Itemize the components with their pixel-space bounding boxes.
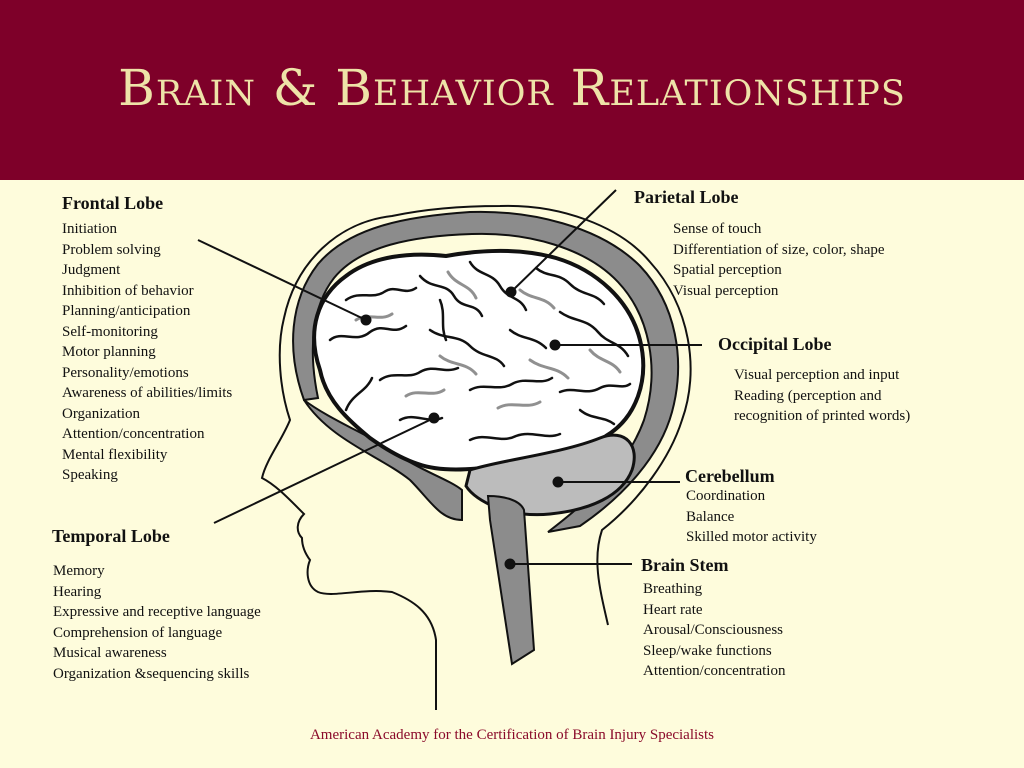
parietal-leader-line: [510, 189, 617, 293]
function-item: Reading (perception and: [734, 387, 882, 404]
footer-credit: American Academy for the Certification o…: [309, 727, 715, 743]
cerebellum-marker: [552, 476, 564, 488]
parietal-lobe-title: Parietal Lobe: [634, 187, 739, 207]
leader-lines: [197, 189, 702, 570]
brainstem-marker: [504, 558, 516, 570]
function-item: Self-monitoring: [62, 323, 158, 340]
function-item: Mental flexibility: [62, 446, 168, 463]
function-item: Initiation: [62, 221, 117, 237]
brain-stem-title: Brain Stem: [641, 555, 729, 575]
function-item: Differentiation of size, color, shape: [673, 241, 885, 258]
function-item: Organization: [62, 405, 141, 422]
function-item: Planning/anticipation: [62, 303, 191, 319]
function-item: Inhibition of behavior: [62, 282, 194, 299]
cerebellum-title: Cerebellum: [685, 466, 775, 486]
occipital-lobe-title: Occipital Lobe: [718, 334, 832, 354]
brain-stem-shape: [486, 494, 536, 666]
function-item: Judgment: [62, 262, 121, 278]
function-item: Awareness of abilities/limits: [62, 385, 233, 401]
function-item: Musical awareness: [53, 645, 167, 661]
function-item: Visual perception and input: [734, 367, 900, 383]
title-banner: [0, 0, 1024, 180]
function-item: Spatial perception: [673, 262, 782, 278]
frontal-leader-line: [197, 239, 367, 321]
function-item: Breathing: [643, 581, 703, 597]
function-item: Speaking: [62, 467, 118, 483]
temporal-leader-line: [213, 417, 435, 524]
function-item: recognition of printed words): [734, 408, 911, 424]
frontal-lobe-title: Frontal Lobe: [62, 193, 164, 213]
function-item: Motor planning: [62, 344, 156, 360]
occipital-marker: [549, 339, 561, 351]
temporal-marker: [428, 412, 440, 424]
function-item: Problem solving: [62, 241, 161, 258]
function-item: Personality/emotions: [62, 364, 189, 381]
function-item: Sense of touch: [673, 221, 762, 237]
function-item: Memory: [53, 563, 105, 579]
function-item: Attention/concentration: [62, 426, 205, 442]
brain-grey-gyri: [354, 270, 622, 410]
function-item: Hearing: [53, 583, 102, 600]
function-item: Skilled motor activity: [686, 529, 817, 545]
head-profile-outline: [260, 204, 692, 710]
skull-band: [292, 210, 680, 533]
function-item: Expressive and receptive language: [53, 604, 261, 620]
function-item: Organization &sequencing skills: [53, 665, 250, 682]
function-item: Balance: [686, 508, 735, 525]
function-item: Heart rate: [643, 601, 703, 618]
function-item: Coordination: [686, 488, 766, 504]
frontal-marker: [360, 314, 372, 326]
function-item: Sleep/wake functions: [643, 642, 772, 659]
temporal-lobe-title: Temporal Lobe: [52, 526, 170, 546]
page-title: Brain & Behavior Relationships: [118, 59, 906, 117]
function-item: Attention/concentration: [643, 663, 786, 679]
function-item: Arousal/Consciousness: [643, 622, 783, 638]
function-item: Visual perception: [673, 282, 779, 299]
function-item: Comprehension of language: [53, 624, 223, 641]
parietal-marker: [505, 286, 517, 298]
cerebrum: [312, 249, 646, 472]
